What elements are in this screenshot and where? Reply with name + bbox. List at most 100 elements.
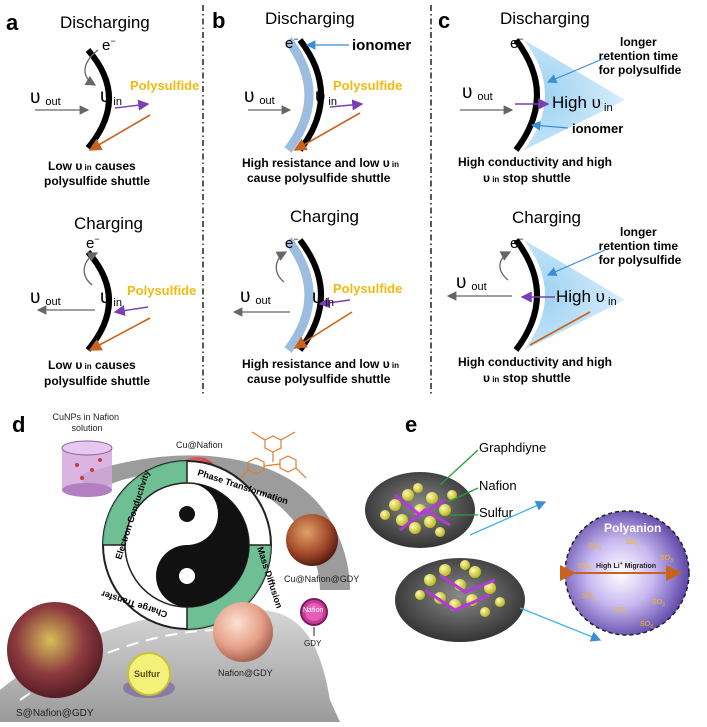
sulfur-label: Sulfur — [134, 669, 160, 679]
electron-label: e− — [86, 234, 100, 252]
ionomer-layer-b-bottom — [284, 237, 314, 353]
ionomer-label-c: ionomer — [572, 121, 623, 136]
title-discharging-a: Discharging — [60, 13, 150, 32]
shuttle-arrow-a-top — [88, 114, 151, 151]
panel-e: e Graphdiyne Nafion Sulfur — [365, 412, 690, 642]
retention-pointer-c-top — [546, 57, 606, 84]
nafion-gdy-label: Nafion@GDY — [218, 668, 273, 678]
yin-yang-wheel — [102, 460, 272, 630]
panel-letter-c: c — [438, 8, 450, 33]
polysulfide-label: Polysulfide — [127, 283, 196, 298]
v-in-arrow-b-bottom — [318, 297, 351, 309]
retention-pointer-c-bottom — [546, 249, 606, 277]
panel-letter-e: e — [405, 412, 417, 437]
ionomer-layer-b-top — [284, 37, 314, 153]
panel-letter-d: d — [12, 412, 25, 437]
s-nafion-gdy-sphere — [7, 602, 103, 698]
separator-membrane-c-top — [513, 38, 540, 152]
title-charging-c: Charging — [512, 208, 581, 227]
cu-nafion-gdy-label: Cu@Nafion@GDY — [284, 574, 359, 584]
v-in-arrow-a-bottom — [113, 304, 149, 317]
gdy-molecule-icon — [239, 431, 307, 481]
electron-label: e− — [510, 34, 524, 52]
graphdiyne-label: Graphdiyne — [479, 440, 546, 455]
svg-text:SO3: SO3 — [640, 621, 653, 630]
migration-label: High Li+ Migration — [596, 561, 656, 570]
nafion-pointer — [447, 487, 479, 503]
nafion-label-e: Nafion — [479, 478, 517, 493]
polysulfide-label: Polysulfide — [333, 281, 402, 296]
road-upper — [80, 455, 350, 590]
nafion-capsule-label: Nafion — [303, 607, 323, 614]
svg-text:SO3: SO3 — [582, 593, 595, 602]
caption-c-top-line2: υ in stop shuttle — [483, 171, 571, 185]
caption-b-bottom-line1: High resistance and low υ in — [242, 357, 399, 371]
retention-label-c-bottom: longer retention time for polysulfide — [599, 225, 682, 267]
caption-b-top-line2: cause polysulfide shuttle — [247, 171, 391, 185]
svg-text:SO3: SO3 — [614, 607, 627, 616]
polyanion-label: Polyanion — [604, 521, 661, 535]
panel-c: c Discharging e− longer retention time f… — [438, 8, 682, 385]
caption-c-top-line1: High conductivity and high — [458, 155, 612, 169]
polysulfide-label: Polysulfide — [333, 78, 402, 93]
nafion-gdy-sphere — [213, 602, 273, 662]
caption-c-bottom-line2: υ in stop shuttle — [483, 371, 571, 385]
caption-b-bottom-line2: cause polysulfide shuttle — [247, 372, 391, 386]
electron-arrow-c-bottom — [499, 251, 512, 281]
separator-membrane-c-bottom — [513, 238, 540, 352]
title-charging-a: Charging — [74, 214, 143, 233]
title-discharging-b: Discharging — [265, 9, 355, 28]
cunps-label: CuNPs in Nafion solution — [52, 412, 121, 433]
electron-arrow-a-top — [84, 49, 99, 86]
high-v-in-label-c-top: High υ in — [552, 93, 613, 114]
svg-text:SO3: SO3 — [652, 599, 665, 608]
caption-a-top-line2: polysulfide shuttle — [44, 174, 150, 188]
polysulfide-label: Polysulfide — [130, 78, 199, 93]
svg-text:SO3: SO3 — [588, 543, 601, 552]
sulfur-label-e: Sulfur — [479, 505, 514, 520]
separator-membrane-a-top — [85, 48, 112, 150]
cu-nafion-gdy-sphere — [286, 514, 338, 566]
caption-a-bottom-line1: Low υ in causes — [48, 358, 136, 372]
particle-bottom — [395, 558, 525, 642]
panel-d: d CuNPs in Nafion solution Cu@Nafion — [0, 412, 359, 722]
shuttle-arrow-a-bottom — [88, 317, 151, 351]
shuttle-arrow-b-bottom — [293, 311, 353, 349]
caption-c-bottom-line1: High conductivity and high — [458, 355, 612, 369]
electron-label: e− — [285, 34, 299, 52]
high-v-in-label-c-bottom: High υ in — [556, 287, 617, 308]
retention-cone-c-top — [524, 40, 625, 150]
electron-label: e− — [510, 234, 524, 252]
v-in-arrow-b-top — [329, 99, 364, 111]
sulfur-capsule-icon — [123, 652, 175, 698]
ionomer-pointer-c — [530, 120, 569, 131]
cunps-cylinder — [61, 440, 113, 497]
gdy-label: GDY — [304, 639, 322, 648]
svg-text:SO3: SO3 — [625, 539, 638, 548]
svg-text:SO3: SO3 — [660, 555, 673, 564]
nafion-capsule-icon — [300, 598, 328, 626]
caption-a-bottom-line2: polysulfide shuttle — [44, 374, 150, 388]
cu-nafion-label: Cu@Nafion — [176, 440, 223, 450]
nafion-chains-top — [394, 493, 451, 532]
zoom-line-bottom — [519, 607, 602, 642]
title-discharging-c: Discharging — [500, 9, 590, 28]
panel-letter-b: b — [212, 8, 225, 33]
electron-arrow-b-bottom — [275, 251, 288, 283]
sulfur-balls-top — [380, 483, 457, 537]
panel-letter-a: a — [6, 10, 19, 35]
separator-membrane-b-top — [297, 38, 324, 152]
